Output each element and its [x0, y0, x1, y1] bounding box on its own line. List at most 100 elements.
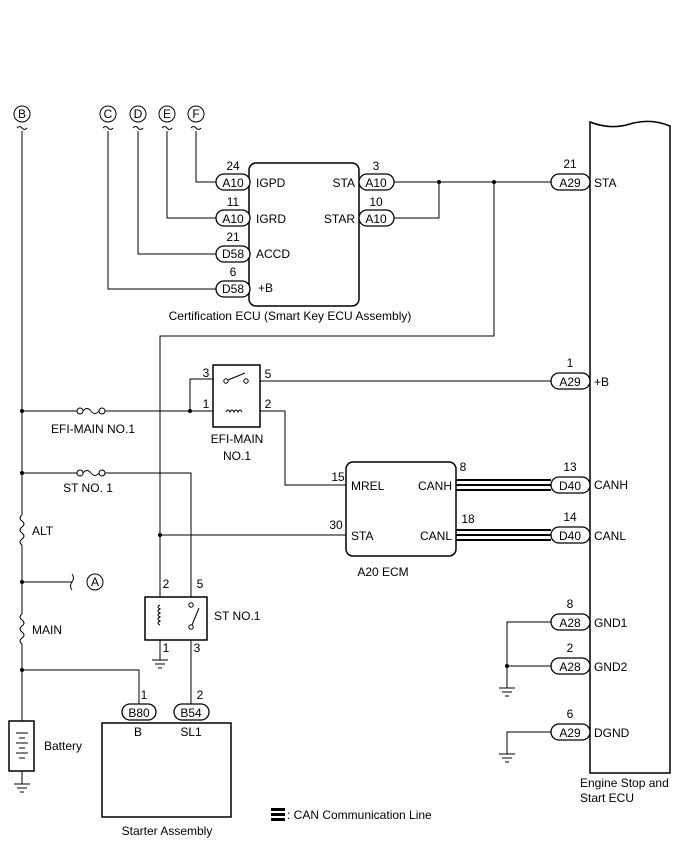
svg-text:3: 3 — [373, 159, 380, 173]
certification-ecu-label: Certification ECU (Smart Key ECU Assembl… — [169, 309, 412, 323]
ecm-box — [345, 461, 457, 557]
svg-text:6: 6 — [567, 707, 574, 721]
svg-text:A29: A29 — [559, 726, 581, 740]
svg-text:A10: A10 — [222, 212, 244, 226]
connector-e: E — [158, 105, 176, 130]
svg-text:2: 2 — [163, 577, 170, 591]
svg-text:13: 13 — [563, 460, 577, 474]
svg-text:MREL: MREL — [351, 479, 385, 493]
svg-text:A: A — [91, 575, 99, 589]
st-relay-coil-icon — [157, 604, 162, 626]
alt-fuse-icon — [19, 514, 25, 546]
svg-text:B: B — [134, 725, 142, 739]
svg-text:IGPD: IGPD — [256, 176, 286, 190]
starter-assembly-label: Starter Assembly — [122, 824, 213, 838]
svg-text:ACCD: ACCD — [256, 247, 290, 261]
svg-text:IGRD: IGRD — [256, 212, 286, 226]
svg-text:2: 2 — [265, 397, 272, 411]
svg-text:D40: D40 — [559, 479, 581, 493]
efi-main-fuse-label: EFI-MAIN NO.1 — [51, 422, 135, 436]
svg-text:B80: B80 — [128, 706, 150, 720]
connector-d: D — [129, 105, 147, 130]
st-fuse-label: ST NO. 1 — [63, 481, 113, 495]
svg-text:GND1: GND1 — [594, 616, 628, 630]
ground-icon-dgnd — [499, 753, 515, 763]
main-fuse-label: MAIN — [32, 623, 62, 637]
svg-text:C: C — [104, 107, 113, 121]
svg-text:+B: +B — [594, 375, 609, 389]
st-fuse-icon — [76, 469, 106, 477]
st-relay-box — [144, 596, 208, 641]
connector-b: B — [13, 105, 31, 130]
svg-text:10: 10 — [369, 195, 383, 209]
connector-b-label: B — [18, 107, 26, 121]
engine-ecu-label-1: Engine Stop and — [580, 776, 669, 790]
svg-text:21: 21 — [226, 230, 240, 244]
main-fuse-icon — [19, 613, 25, 645]
battery-label: Battery — [44, 739, 82, 753]
svg-text:A28: A28 — [559, 660, 581, 674]
svg-text:CANL: CANL — [594, 529, 626, 543]
svg-text:D58: D58 — [222, 282, 244, 296]
can-legend-icon — [271, 808, 285, 821]
ground-icon-st-relay — [152, 659, 168, 669]
svg-text:D: D — [134, 107, 143, 121]
st-relay-label: ST NO.1 — [214, 609, 261, 623]
svg-text:18: 18 — [461, 512, 475, 526]
ground-icon-gnd — [499, 687, 515, 697]
svg-text:CANH: CANH — [594, 478, 628, 492]
svg-text:8: 8 — [567, 597, 574, 611]
relay-coil-icon — [225, 409, 243, 414]
svg-text:3: 3 — [194, 641, 201, 655]
efi-main-fuse-icon — [76, 407, 106, 415]
certification-ecu-box — [248, 162, 360, 307]
svg-text:D40: D40 — [559, 529, 581, 543]
svg-text:11: 11 — [227, 195, 240, 209]
svg-text:2: 2 — [197, 688, 204, 702]
svg-text:1: 1 — [203, 397, 210, 411]
svg-text:+B: +B — [258, 281, 273, 295]
svg-text:A10: A10 — [222, 176, 244, 190]
svg-text:5: 5 — [265, 367, 272, 381]
battery-box — [8, 720, 35, 772]
can-bus-canh — [456, 479, 551, 491]
ground-icon-battery — [14, 783, 30, 793]
svg-text:A10: A10 — [365, 176, 387, 190]
svg-text:NO.1: NO.1 — [223, 449, 251, 463]
engine-ecu-label-2: Start ECU — [580, 791, 634, 805]
st-relay-switch-icon — [188, 602, 200, 630]
connector-f: F — [187, 105, 205, 130]
svg-text:CANH: CANH — [418, 479, 452, 493]
relay-switch-icon — [223, 372, 249, 384]
svg-text:2: 2 — [567, 641, 574, 655]
svg-text:A29: A29 — [559, 176, 581, 190]
svg-text:E: E — [163, 107, 171, 121]
svg-text:GND2: GND2 — [594, 660, 628, 674]
svg-text:B54: B54 — [180, 706, 202, 720]
svg-text:A29: A29 — [559, 375, 581, 389]
svg-text:8: 8 — [460, 460, 467, 474]
starter-assembly-box — [101, 722, 232, 818]
svg-text:21: 21 — [563, 157, 577, 171]
ecm-label: A20 ECM — [357, 565, 408, 579]
svg-text:3: 3 — [203, 366, 210, 380]
svg-text:A28: A28 — [559, 616, 581, 630]
svg-text:30: 30 — [329, 518, 343, 532]
can-bus-canl — [456, 529, 551, 541]
efi-main-relay-box — [212, 364, 261, 428]
svg-text:1: 1 — [567, 356, 574, 370]
connector-a: A — [86, 573, 104, 591]
alt-fuse-label: ALT — [32, 524, 54, 538]
svg-text:24: 24 — [226, 159, 240, 173]
svg-text:6: 6 — [230, 265, 237, 279]
svg-text:DGND: DGND — [594, 726, 630, 740]
svg-text:5: 5 — [197, 577, 204, 591]
svg-text:STAR: STAR — [324, 212, 355, 226]
engine-stop-start-ecu-box — [589, 120, 671, 774]
svg-text:14: 14 — [563, 510, 577, 524]
svg-text:A10: A10 — [365, 212, 387, 226]
svg-text:F: F — [192, 107, 199, 121]
can-legend-label: : CAN Communication Line — [287, 808, 432, 822]
svg-text:1: 1 — [141, 688, 148, 702]
svg-text:STA: STA — [351, 529, 373, 543]
